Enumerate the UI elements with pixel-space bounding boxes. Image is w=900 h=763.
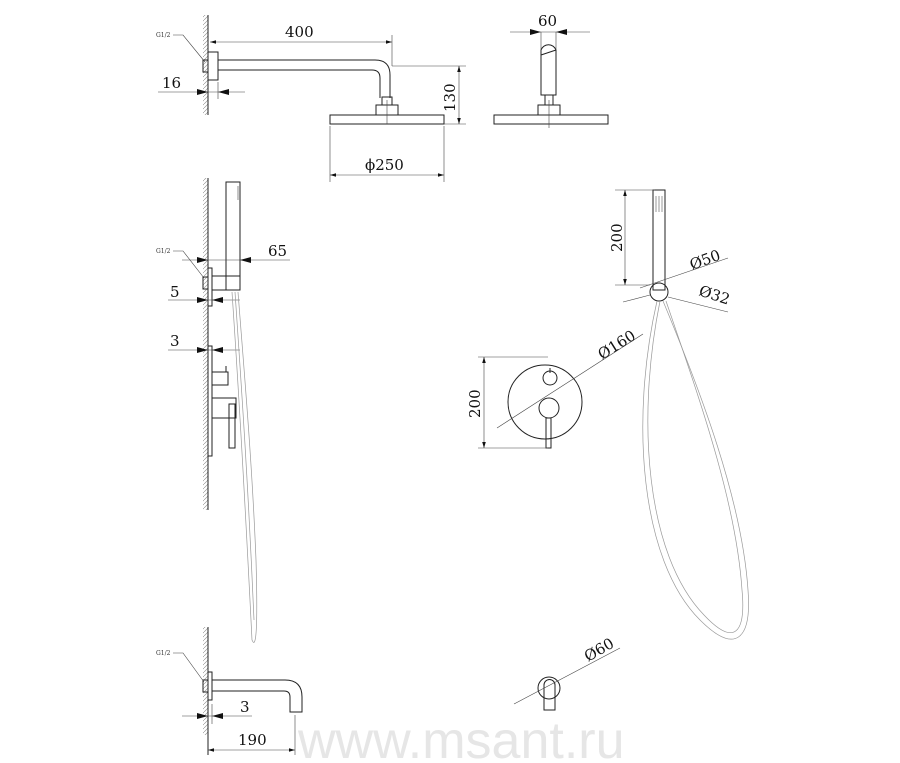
holder-circle — [649, 282, 669, 302]
dim-spout-length: 190 — [238, 731, 267, 749]
dim-plate-diameter: Ø160 — [595, 326, 639, 363]
dim-handshower-length: 200 — [608, 223, 626, 252]
shower-head-front — [493, 114, 609, 125]
handshower-front-view: 200 Ø50 Ø32 — [608, 189, 749, 640]
wall-flange — [207, 51, 219, 81]
mixer-handle — [211, 397, 237, 419]
arm-elbow — [540, 44, 557, 96]
mixer-knob — [538, 397, 560, 419]
dim-spout-diameter: Ø60 — [581, 634, 617, 665]
dim-drop: 130 — [441, 83, 459, 112]
dim-holder-inner: Ø32 — [697, 282, 732, 309]
diverter-knob — [542, 370, 558, 386]
dim-width: 60 — [538, 12, 557, 30]
dim-spout-offset: 3 — [240, 698, 250, 716]
thread-connector — [202, 59, 209, 73]
valve-front-view: 200 Ø160 — [466, 326, 644, 449]
dim-holder-outer: Ø50 — [687, 246, 723, 274]
valve-plate-circle — [507, 364, 583, 440]
shower-arm-side-view: 400 16 G1/2 130 ϕ250 — [156, 15, 466, 182]
handshower-valve-side-view: G1/2 65 5 3 — [156, 178, 290, 643]
dim-line-160 — [496, 333, 644, 429]
watermark: www.msant.ru — [297, 712, 625, 763]
dim-arm-length: 400 — [285, 23, 314, 41]
diverter-knob — [211, 371, 229, 386]
dim-line-60 — [513, 647, 621, 705]
spout-front-view: Ø60 — [513, 634, 621, 711]
spout-flange — [207, 671, 213, 701]
shower-arm — [218, 59, 391, 98]
thread-label: G1/2 — [156, 248, 171, 255]
hose — [231, 291, 258, 643]
dim-valve-height: 200 — [466, 389, 484, 418]
valve-plate — [207, 345, 213, 457]
thread-label: G1/2 — [156, 32, 171, 39]
dim-valve-offset: 3 — [170, 332, 180, 350]
handshower-body — [652, 189, 666, 291]
dim-projection: 65 — [268, 242, 287, 260]
hose-loop — [642, 300, 749, 640]
spout-outlet — [543, 679, 556, 711]
dim-wall-offset: 16 — [162, 74, 181, 92]
wall-hatch — [203, 15, 208, 115]
dim-head-diameter: ϕ250 — [365, 156, 404, 174]
spout — [212, 679, 303, 713]
dim-holder-offset: 5 — [170, 283, 180, 301]
thread-label: G1/2 — [156, 650, 171, 657]
shower-arm-front-view: 60 — [493, 12, 609, 128]
spout-side-view: G1/2 3 190 — [156, 627, 303, 755]
mixer-lever — [545, 417, 552, 449]
spout-flange-circle — [537, 676, 561, 700]
